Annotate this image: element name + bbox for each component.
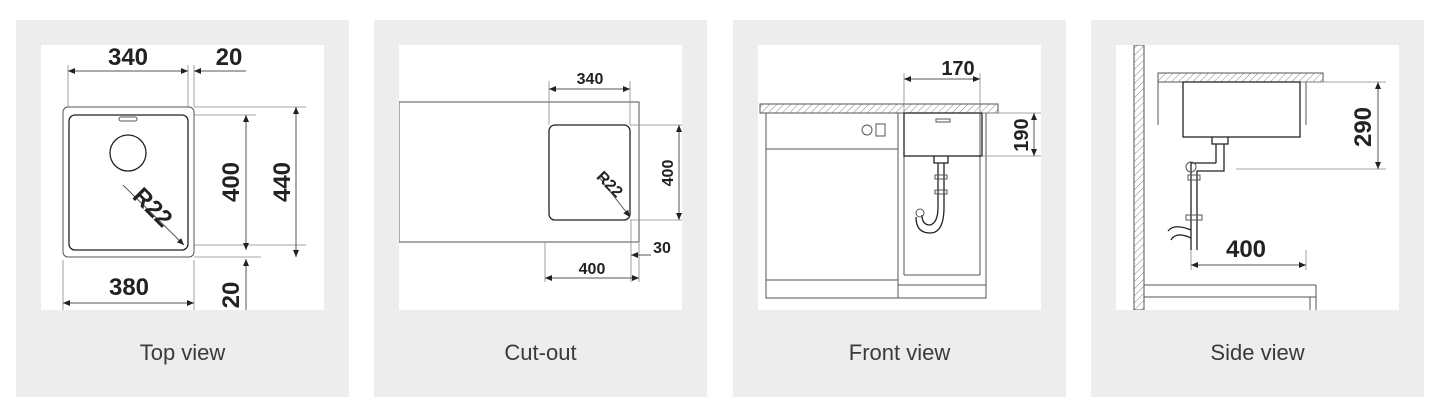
side-view-drawing: 290 400 — [1116, 45, 1399, 310]
cutout-drawing: 340 R22 400 30 400 — [399, 45, 682, 310]
side-dim-height: 290 — [1350, 107, 1377, 147]
side-view-diagram: 290 400 — [1133, 45, 1386, 310]
top-view-drawing: 340 20 400 440 380 20 R22 — [41, 45, 324, 310]
front-view-caption: Front view — [848, 340, 951, 365]
top-dim-rim-bottom: 20 — [218, 282, 245, 309]
top-dim-outer-width: 380 — [109, 274, 149, 301]
cutout-dim-width: 340 — [577, 71, 604, 88]
top-dim-radius: R22 — [127, 183, 177, 233]
cutout-dim-distance: 400 — [579, 261, 606, 278]
top-view-card: 340 20 400 440 380 20 R22 Top view — [16, 20, 349, 397]
front-view-diagram: 170 190 — [759, 58, 1041, 299]
cutout-card: 340 R22 400 30 400 Cut-out — [374, 20, 707, 397]
top-dim-inner-depth: 400 — [218, 162, 245, 202]
side-view-card: 290 400 Side view — [1091, 20, 1424, 397]
front-view-card: 170 190 Front view — [733, 20, 1066, 397]
cutout-dim-offset: 30 — [653, 240, 671, 257]
front-view-drawing: 170 190 — [758, 45, 1041, 310]
cutout-caption: Cut-out — [504, 340, 577, 365]
side-view-caption: Side view — [1210, 340, 1305, 365]
cutout-dim-depth: 400 — [660, 160, 677, 187]
top-view-caption: Top view — [139, 340, 226, 365]
front-dim-width: 170 — [941, 58, 974, 80]
side-dim-depth: 400 — [1226, 236, 1266, 263]
top-dim-rim: 20 — [216, 45, 243, 71]
front-dim-height: 190 — [1011, 118, 1033, 151]
top-view-diagram: 340 20 400 440 380 20 R22 — [62, 45, 306, 310]
cutout-dim-radius: R22 — [593, 168, 626, 201]
cutout-diagram: 340 R22 400 30 400 — [399, 71, 682, 282]
top-dim-inner-width: 340 — [108, 45, 148, 71]
top-dim-outer-depth: 440 — [269, 162, 296, 202]
